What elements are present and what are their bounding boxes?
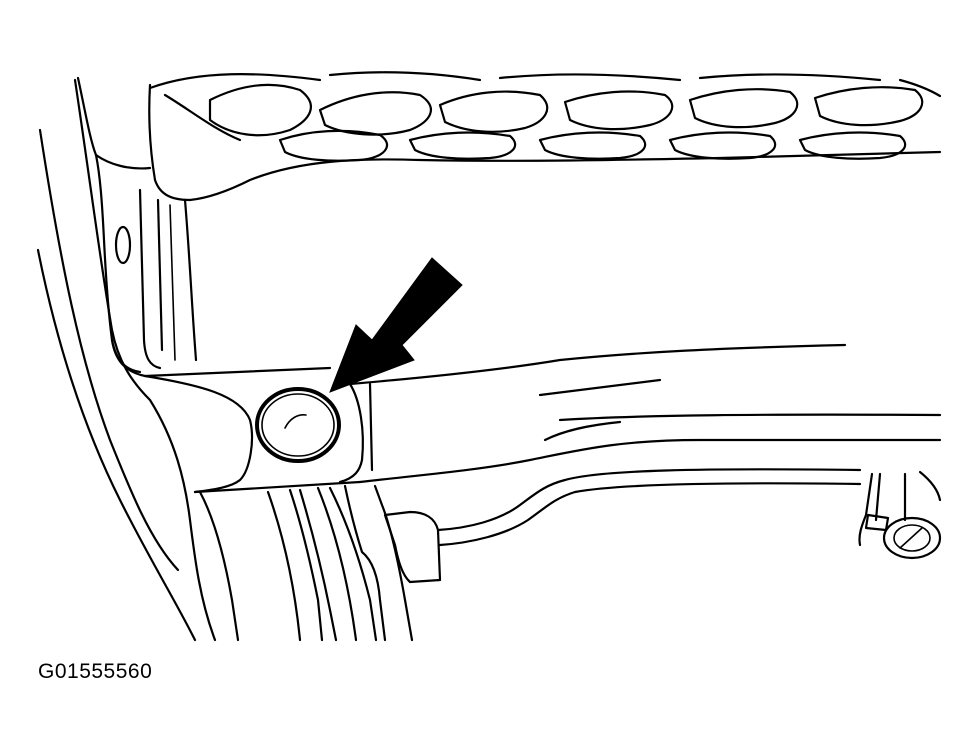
wire-clip [383, 468, 862, 584]
left-panel-edges [36, 78, 217, 642]
lower-rails [266, 484, 414, 642]
slot-hole [114, 225, 132, 265]
grille-mesh [148, 71, 942, 202]
bolt-head [882, 516, 942, 560]
pointer-arrow [329, 257, 463, 393]
right-fastener [858, 470, 942, 560]
drain-plug [255, 387, 341, 463]
figure-code: G01555560 [38, 660, 153, 683]
cross-member [110, 338, 942, 642]
